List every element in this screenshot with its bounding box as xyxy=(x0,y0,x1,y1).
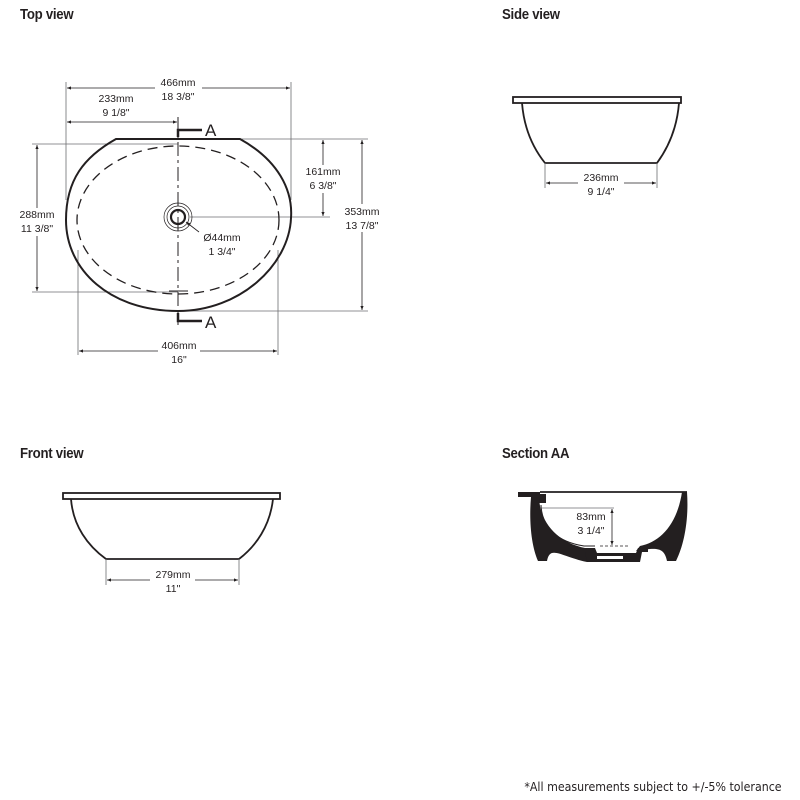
front-view-title: Front view xyxy=(20,445,84,462)
front-view-drawing xyxy=(62,492,281,585)
section-aa-drawing xyxy=(518,491,688,562)
section-aa-title: Section AA xyxy=(502,445,570,462)
dim-drain-offset-mm: 161mm xyxy=(305,166,340,178)
tolerance-footnote: *All measurements subject to +/-5% toler… xyxy=(524,780,782,794)
top-view-drawing xyxy=(32,82,368,355)
dim-overall-depth-mm: 353mm xyxy=(344,206,379,218)
front-base-width-in: 11" xyxy=(166,583,181,595)
dim-overall-width-mm: 466mm xyxy=(160,77,195,89)
dim-inner-width-in: 16" xyxy=(171,354,187,366)
dim-inner-depth-in: 11 3/8" xyxy=(21,223,53,235)
section-bowl-depth-mm: 83mm xyxy=(576,511,605,523)
dim-inner-depth-mm: 288mm xyxy=(19,209,54,221)
front-base-width-mm: 279mm xyxy=(155,569,190,581)
side-base-width-mm: 236mm xyxy=(583,172,618,184)
dim-drain-offset-in: 6 3/8" xyxy=(309,180,336,192)
section-bowl-depth-in: 3 1/4" xyxy=(577,525,604,537)
side-view-title: Side view xyxy=(502,6,560,23)
dim-overall-width-in: 18 3/8" xyxy=(162,91,195,103)
side-base-width-in: 9 1/4" xyxy=(587,186,614,198)
top-view-title: Top view xyxy=(20,6,74,23)
section-marker-a-top: A xyxy=(205,121,217,140)
dim-half-width-in: 9 1/8" xyxy=(102,107,129,119)
dim-drain-diameter-in: 1 3/4" xyxy=(208,246,235,258)
dim-inner-width-mm: 406mm xyxy=(161,340,196,352)
dim-overall-depth-in: 13 7/8" xyxy=(346,220,379,232)
dim-half-width-mm: 233mm xyxy=(98,93,133,105)
section-marker-a-bottom: A xyxy=(205,313,217,332)
dim-drain-diameter-mm: Ø44mm xyxy=(203,232,241,244)
side-view-drawing xyxy=(512,96,682,188)
